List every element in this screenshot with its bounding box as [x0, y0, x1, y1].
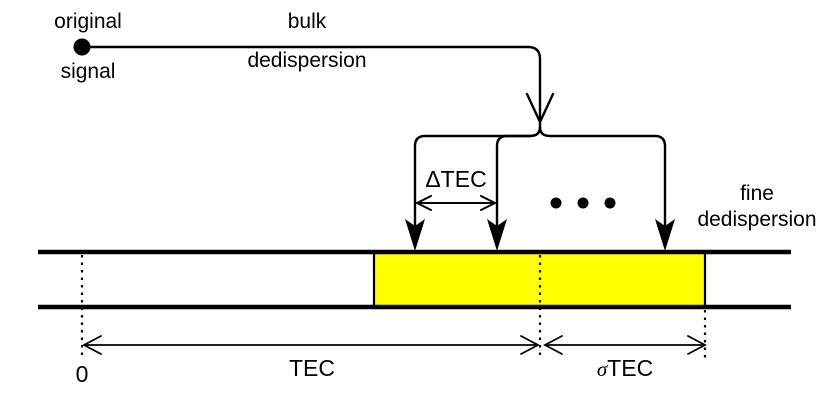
manifold-inner-left-rail [495, 126, 542, 230]
sigma-symbol: σ [596, 357, 608, 381]
ellipsis-dot-2 [577, 197, 589, 209]
branch-arrowhead-3-icon [655, 219, 675, 251]
bulk-dedispersion-label: dedispersion [247, 49, 367, 72]
branch-arrowhead-2-icon [487, 219, 507, 251]
reference-ticks [80, 255, 707, 360]
tec-measure [82, 335, 540, 355]
tec-label: TEC [289, 355, 335, 381]
sigma-tec-measure [543, 335, 707, 355]
delta-tec-measure [414, 195, 498, 211]
original-label: original [54, 10, 122, 33]
sigma-tec-text: TEC [607, 355, 654, 381]
tec-arrowhead-left-icon [82, 335, 102, 355]
sigma-tec-arrowhead-left-icon [543, 335, 563, 355]
delta-tec-arrowhead-right-icon [480, 195, 498, 211]
zero-label: 0 [75, 361, 89, 387]
sigma-tec-label: σTEC [596, 355, 654, 382]
branch-arrowhead-1-icon [405, 219, 425, 251]
sigma-tec-arrowhead-right-icon [687, 335, 707, 355]
bulk-dedispersion-line [82, 45, 542, 118]
fine-dedispersion-label: dedispersion [697, 208, 817, 231]
branch-manifold [405, 118, 675, 251]
signal-label: signal [60, 60, 116, 83]
ellipsis-dot-3 [604, 197, 616, 209]
tec-arrowhead-right-icon [520, 335, 540, 355]
frequency-band [38, 249, 791, 310]
fine-label: fine [740, 182, 774, 205]
bulk-label: bulk [287, 10, 327, 33]
manifold-right-rail [538, 126, 667, 230]
delta-tec-label: ΔTEC [425, 166, 487, 192]
ellipsis-dots [550, 197, 616, 209]
ellipsis-dot-1 [550, 197, 562, 209]
delta-tec-arrowhead-left-icon [414, 195, 432, 211]
